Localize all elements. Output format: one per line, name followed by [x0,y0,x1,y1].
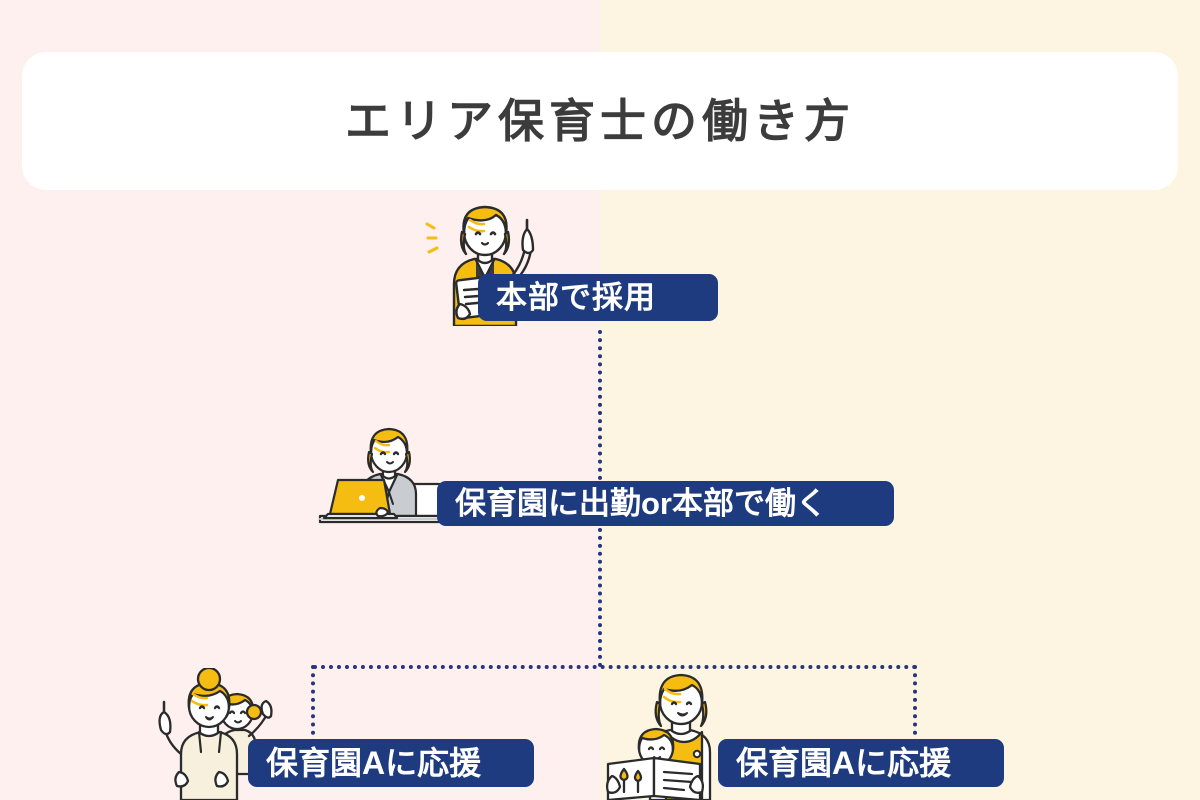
flow-step-badge-hoikuen-shukkin[interactable]: 保育園に出勤or本部で働く [437,481,894,526]
woman-reading-book-to-child-icon [605,673,712,800]
flow-step-label: 本部で採用 [496,280,656,315]
page-title: エリア保育士の働き方 [345,95,855,147]
connector-branch-left-drop [311,665,315,743]
connector-branch-horizontal [313,665,917,669]
connector-branch-right-drop [913,665,917,743]
flow-step-badge-hoikuen-a-left[interactable]: 保育園Aに応援 [248,739,534,787]
flow-step-label: 保育園Aに応援 [736,745,952,781]
flow-step-label: 保育園に出勤or本部で働く [455,486,827,521]
woman-carrying-child-on-shoulders-icon [158,668,273,800]
flow-step-badge-hoikuen-a-right[interactable]: 保育園Aに応援 [718,739,1004,787]
connector-step2-to-branch [598,528,602,667]
title-card: エリア保育士の働き方 [22,52,1178,190]
connector-step1-to-step2 [598,330,602,480]
woman-at-desk-with-laptop-icon [318,427,464,524]
flow-step-label: 保育園Aに応援 [266,745,482,781]
flow-step-badge-honbu-saiyou[interactable]: 本部で採用 [478,274,718,321]
